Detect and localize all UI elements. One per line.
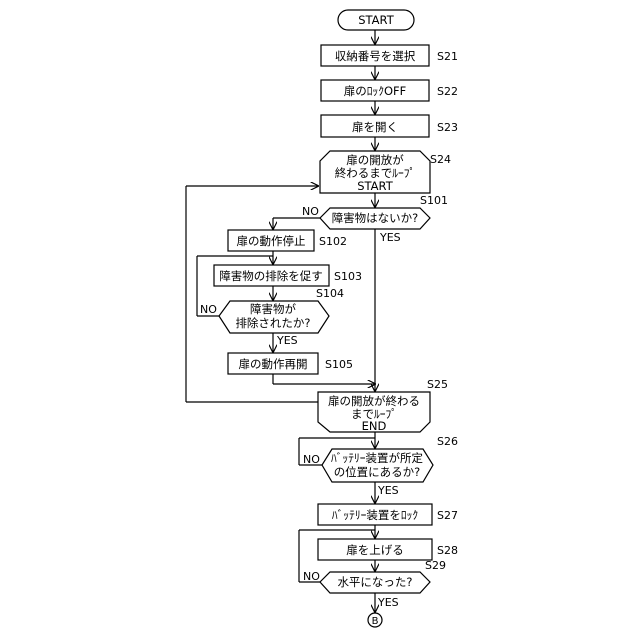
step-s103: 障害物の排除を促す S103: [214, 265, 362, 286]
s26-step-id: S26: [437, 435, 458, 448]
s102-label: 扉の動作停止: [237, 234, 306, 248]
s104-step-id: S104: [316, 287, 344, 300]
s24-label-line1: 扉の開放が: [346, 153, 404, 167]
s26-label-line1: ﾊﾞｯﾃﾘｰ装置が所定: [331, 451, 423, 465]
s102-step-id: S102: [319, 235, 347, 248]
step-s102: 扉の動作停止 S102: [228, 230, 347, 251]
s22-label: 扉のﾛｯｸOFF: [344, 84, 407, 98]
s29-label: 水平になった?: [337, 575, 412, 589]
s105-label: 扉の動作再開: [239, 357, 308, 371]
s104-label-line2: 排除されたか?: [235, 316, 310, 330]
s104-no-label: NO: [200, 303, 217, 316]
s26-no-label: NO: [303, 453, 320, 466]
s103-label: 障害物の排除を促す: [219, 269, 323, 283]
s105-step-id: S105: [325, 358, 353, 371]
step-s23: 扉を開く S23: [321, 115, 458, 137]
start-label: START: [358, 13, 394, 27]
s104-label-line1: 障害物が: [250, 302, 296, 316]
s26-yes-label: YES: [377, 484, 399, 497]
decision-s26: ﾊﾞｯﾃﾘｰ装置が所定 の位置にあるか? S26 NO YES: [303, 435, 458, 497]
decision-s104: 障害物が 排除されたか? S104 NO YES: [200, 287, 344, 347]
s23-label: 扉を開く: [352, 120, 398, 134]
s28-step-id: S28: [437, 544, 458, 557]
s101-yes-label: YES: [379, 231, 401, 244]
s28-label: 扉を上げる: [346, 543, 404, 557]
s25-label-line3: END: [362, 419, 387, 433]
s29-yes-label: YES: [377, 596, 399, 609]
s22-step-id: S22: [437, 85, 458, 98]
s29-step-id: S29: [425, 559, 446, 572]
s25-step-id: S25: [427, 378, 448, 391]
s24-step-id: S24: [430, 153, 451, 166]
s27-label: ﾊﾞｯﾃﾘｰ装置をﾛｯｸ: [332, 508, 418, 522]
s21-label: 収納番号を選択: [335, 49, 416, 63]
start-terminal: START: [338, 10, 414, 30]
step-s22: 扉のﾛｯｸOFF S22: [321, 80, 458, 101]
step-s28: 扉を上げる S28: [318, 539, 458, 560]
s24-label-line3: START: [357, 179, 393, 193]
s25-label-line1: 扉の開放が終わる: [328, 394, 420, 408]
connector-b-label: B: [372, 616, 379, 627]
s101-label: 障害物はないか?: [332, 211, 419, 225]
s26-label-line2: の位置にあるか?: [334, 465, 421, 479]
step-s27: ﾊﾞｯﾃﾘｰ装置をﾛｯｸ S27: [318, 504, 458, 525]
s27-step-id: S27: [437, 509, 458, 522]
step-s24-loop-start: 扉の開放が 終わるまでﾙｰﾌﾟ START S24: [320, 151, 451, 193]
step-s21: 収納番号を選択 S21: [321, 45, 458, 66]
s101-no-label: NO: [302, 205, 319, 218]
connector-b: B: [368, 613, 382, 627]
s23-step-id: S23: [437, 121, 458, 134]
step-s25-loop-end: 扉の開放が終わる までﾙｰﾌﾟ END S25: [318, 378, 448, 433]
s24-label-line2: 終わるまでﾙｰﾌﾟ: [335, 166, 416, 180]
s101-step-id: S101: [420, 194, 448, 207]
s103-step-id: S103: [334, 270, 362, 283]
s29-no-label: NO: [303, 570, 320, 583]
s21-step-id: S21: [437, 50, 458, 63]
step-s105: 扉の動作再開 S105: [228, 353, 353, 374]
s104-yes-label: YES: [276, 334, 298, 347]
